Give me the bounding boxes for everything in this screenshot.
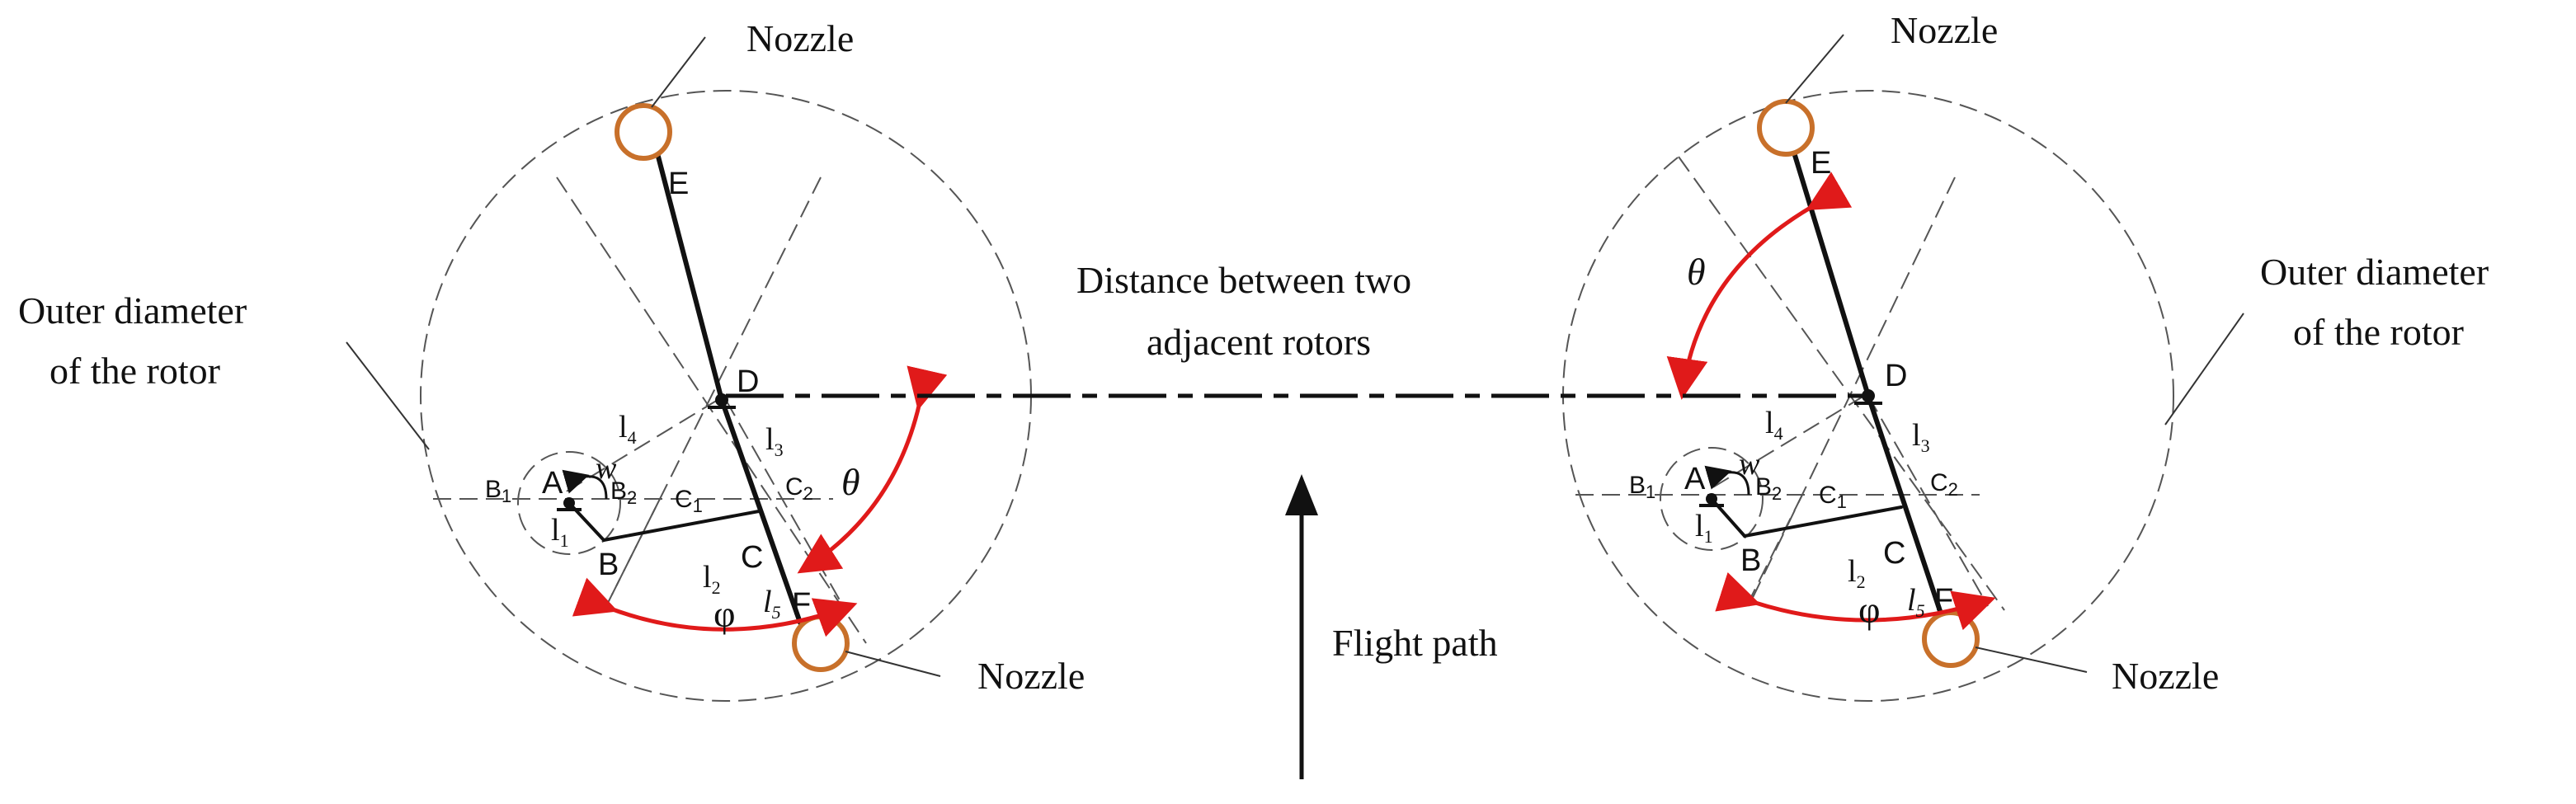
label-point-A: A	[542, 466, 563, 501]
label-point-C2: C2	[1930, 469, 1958, 500]
label-point-C: C	[1883, 536, 1905, 571]
label-l2: l2	[1848, 554, 1866, 592]
left-link-DE	[645, 113, 724, 402]
label-point-B1: B1	[485, 476, 511, 506]
label-point-A: A	[1684, 462, 1706, 496]
flight-path-arrow	[1285, 474, 1318, 779]
distance-label-line1: Distance between two	[1076, 259, 1411, 301]
label-theta: θ	[841, 461, 860, 503]
right-bottom-nozzle-leader	[1975, 646, 2088, 673]
label-l3: l3	[765, 422, 784, 460]
right-outer-diameter-leader	[2164, 313, 2244, 426]
right-link-DF	[1866, 393, 1945, 621]
label-point-F: F	[1934, 583, 1953, 618]
label-l5: l5	[1907, 583, 1925, 621]
left-top-nozzle	[615, 103, 672, 161]
left-w-arrow	[562, 469, 608, 500]
right-link-DE	[1792, 150, 1871, 398]
top-right-nozzle-label: Nozzle	[1891, 9, 1998, 51]
label-l1: l1	[1695, 509, 1713, 547]
distance-label-line2: adjacent rotors	[1147, 321, 1371, 363]
label-point-B2: B2	[610, 477, 637, 508]
right-construction-line	[1678, 156, 2005, 611]
left-construction-line	[725, 399, 846, 611]
left-pivot-A	[557, 497, 582, 511]
left-bottom-nozzle-leader	[845, 651, 941, 677]
label-w: w	[1739, 447, 1760, 482]
label-point-D: D	[1885, 359, 1907, 393]
left-bottom-nozzle	[792, 614, 850, 672]
right-rotor: E D C F A B B1 B2 C1 C2 l4 l3 l1 l2 l5 w…	[1562, 34, 2244, 702]
label-point-C: C	[741, 540, 763, 575]
right-construction-line	[1748, 176, 1956, 607]
label-w: w	[596, 451, 617, 486]
left-outer-diameter-label-2: of the rotor	[49, 350, 220, 392]
label-point-E: E	[668, 167, 689, 201]
right-construction-line	[1707, 395, 1865, 491]
label-point-E: E	[1811, 146, 1831, 181]
left-link-BC	[602, 510, 761, 542]
left-theta-arrow	[797, 365, 948, 574]
left-link-DF	[719, 397, 803, 625]
label-l3: l3	[1912, 418, 1930, 456]
label-point-B1: B1	[1629, 472, 1655, 502]
right-construction-line	[1748, 494, 1803, 603]
right-phi-arrow	[1715, 571, 1996, 631]
left-crank-circle	[517, 451, 621, 555]
right-outer-diameter-label-2: of the rotor	[2293, 311, 2464, 353]
right-outer-diameter-label: Outer diameter	[2260, 251, 2489, 293]
right-top-nozzle	[1757, 99, 1815, 157]
label-l5: l5	[763, 585, 781, 623]
label-l1: l1	[551, 513, 569, 551]
label-phi: φ	[713, 593, 736, 635]
top-left-nozzle-label: Nozzle	[746, 17, 854, 59]
right-link-BC	[1743, 505, 1903, 538]
left-construction-line	[560, 399, 718, 496]
label-l4: l4	[619, 410, 637, 448]
label-l2: l2	[703, 560, 721, 598]
label-point-C1: C1	[1819, 482, 1847, 512]
label-point-B: B	[1740, 543, 1761, 578]
label-theta: θ	[1687, 251, 1706, 293]
right-pivot-D	[1854, 389, 1882, 405]
label-phi: φ	[1858, 589, 1881, 631]
right-top-nozzle-leader	[1785, 34, 1844, 104]
bottom-left-nozzle-label: Nozzle	[977, 655, 1085, 697]
left-top-nozzle-leader	[651, 36, 706, 108]
label-point-C2: C2	[785, 473, 813, 504]
right-w-arrow	[1704, 465, 1750, 496]
left-construction-line	[605, 498, 661, 607]
label-point-B2: B2	[1755, 473, 1782, 504]
right-theta-arrow	[1666, 172, 1853, 400]
left-construction-line	[605, 176, 822, 607]
right-construction-line	[1867, 395, 1989, 607]
bottom-right-nozzle-label: Nozzle	[2112, 655, 2219, 697]
label-point-D: D	[737, 364, 759, 399]
right-bottom-nozzle	[1922, 610, 1980, 668]
right-crank-circle	[1660, 447, 1764, 551]
label-point-B: B	[598, 548, 619, 582]
right-pivot-A	[1699, 493, 1724, 507]
label-point-C1: C1	[675, 486, 703, 516]
left-pivot-D	[708, 393, 736, 409]
left-rotor: E D C F A B B1 B2 C1 C2 l4 l3 l1 l2 l5 w…	[346, 36, 1032, 702]
left-outer-diameter-label: Outer diameter	[18, 289, 247, 331]
flight-path-label: Flight path	[1332, 622, 1498, 664]
left-outer-diameter-leader	[346, 341, 430, 450]
label-point-F: F	[792, 587, 811, 622]
label-l4: l4	[1765, 406, 1783, 444]
left-phi-arrow	[572, 577, 858, 637]
